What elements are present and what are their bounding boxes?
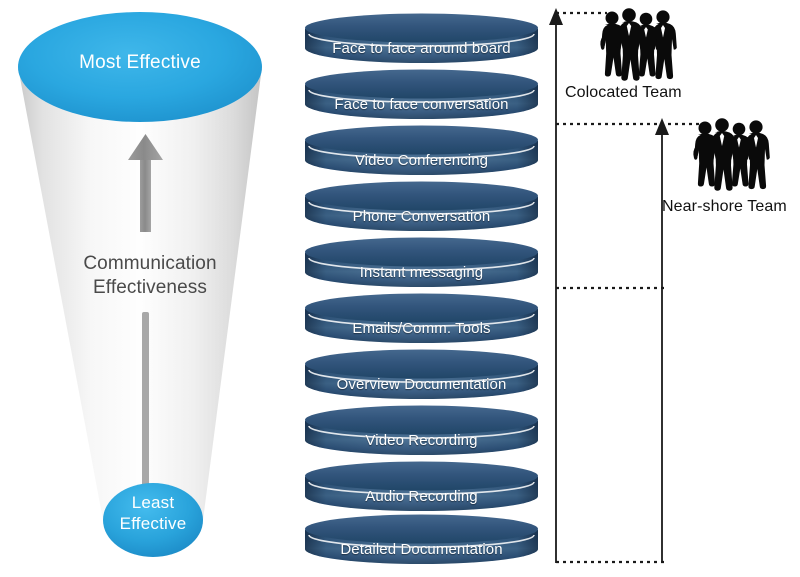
- nearshore-range-arrow: [655, 118, 669, 563]
- communication-effectiveness-cone: Most Effective Communication Effectivene…: [0, 0, 290, 577]
- channel-cylinder[interactable]: Instant messaging: [305, 236, 538, 287]
- cylinder-shape: [305, 125, 538, 175]
- cone-graphic: [18, 12, 262, 557]
- channel-cylinder[interactable]: Phone Conversation: [305, 180, 538, 231]
- cylinder-shape: [305, 514, 538, 564]
- channel-cylinder[interactable]: Overview Documentation: [305, 348, 538, 399]
- least-effective-ellipse: [103, 483, 203, 557]
- cylinder-shape: [305, 293, 538, 343]
- caption-line-1: Communication: [83, 253, 217, 274]
- most-effective-ellipse: [18, 12, 262, 122]
- cone-body: [18, 67, 262, 557]
- people-group-icon: [693, 118, 770, 191]
- effectiveness-arrow-up: [128, 134, 163, 494]
- cylinder-shape: [305, 405, 538, 455]
- channel-cylinder[interactable]: Detailed Documentation: [305, 513, 538, 564]
- cylinder-shape: [305, 13, 538, 63]
- people-group-icon: [600, 8, 677, 81]
- channel-cylinder[interactable]: Video Recording: [305, 404, 538, 455]
- communication-channel-stack: Face to face around board Face to face c…: [300, 0, 545, 577]
- colocated-range-arrow: [549, 8, 563, 563]
- communication-effectiveness-caption: Communication Effectiveness: [40, 252, 260, 300]
- cylinder-shape: [305, 349, 538, 399]
- cylinder-shape: [305, 181, 538, 231]
- cylinder-shape: [305, 461, 538, 511]
- team-range-arrows: [549, 8, 705, 564]
- cylinder-shape: [305, 237, 538, 287]
- channel-cylinder[interactable]: Emails/Comm. Tools: [305, 292, 538, 343]
- channel-cylinder[interactable]: Face to face around board: [305, 12, 538, 63]
- nearshore-team-label: Near-shore Team: [662, 198, 787, 215]
- caption-line-2: Effectiveness: [93, 277, 207, 298]
- channel-cylinder[interactable]: Video Conferencing: [305, 124, 538, 175]
- channel-cylinder[interactable]: Face to face conversation: [305, 68, 538, 119]
- colocated-team-label: Colocated Team: [565, 84, 682, 101]
- team-reach-comparison: Colocated Team Near-shore Team: [545, 0, 800, 577]
- channel-cylinder[interactable]: Audio Recording: [305, 460, 538, 511]
- cylinder-shape: [305, 69, 538, 119]
